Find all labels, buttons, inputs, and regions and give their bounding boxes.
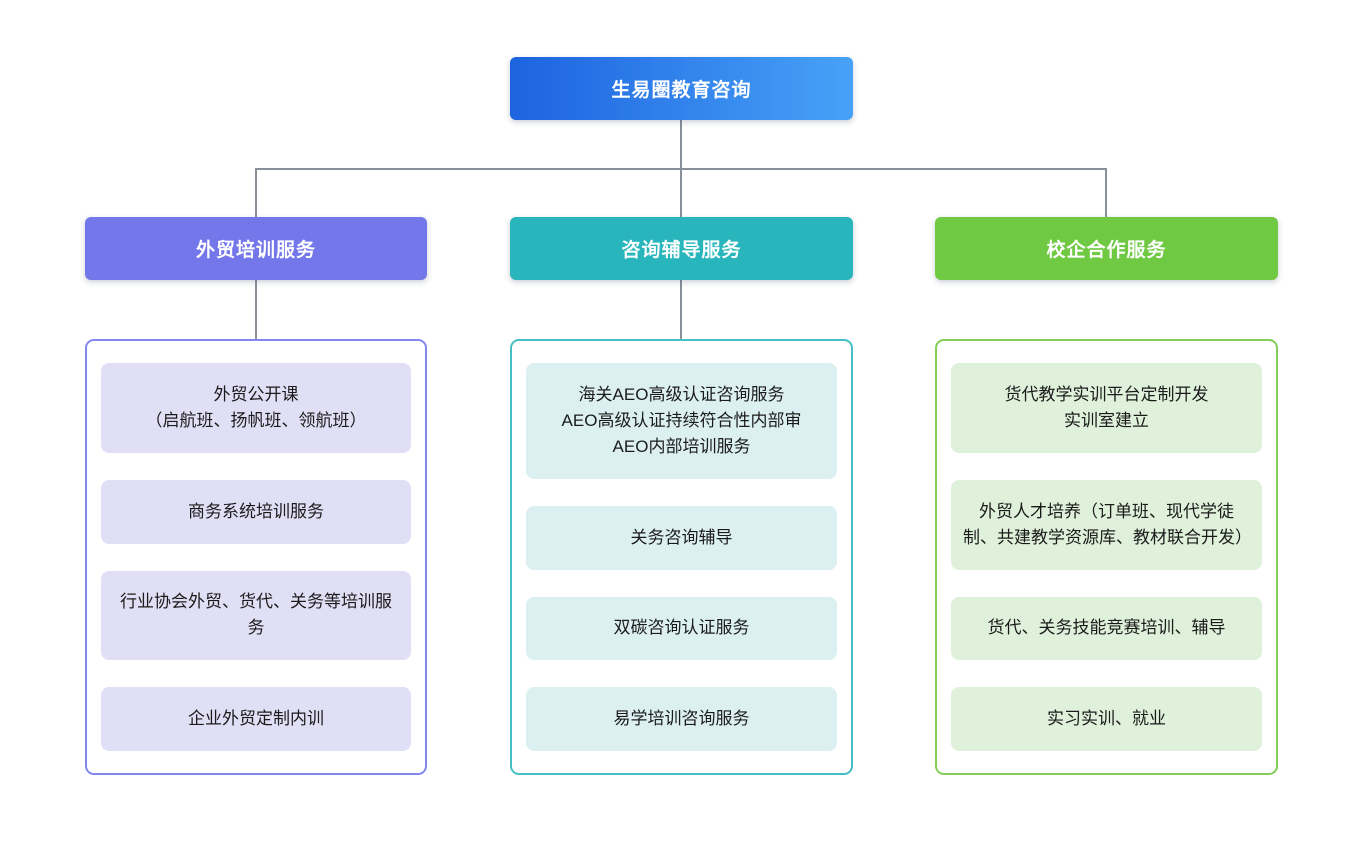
- branch-header-foreign-trade-training[interactable]: 外贸培训服务: [85, 217, 427, 280]
- service-card-label: 商务系统培训服务: [188, 501, 324, 521]
- service-card[interactable]: 实习实训、就业: [951, 687, 1262, 751]
- root-node[interactable]: 生易圈教育咨询: [510, 57, 853, 120]
- service-card[interactable]: 关务咨询辅导: [526, 506, 837, 570]
- service-card[interactable]: 货代、关务技能竞赛培训、辅导: [951, 596, 1262, 661]
- service-card-label: 货代教学实训平台定制开发 实训室建立: [1004, 384, 1209, 430]
- service-card[interactable]: 企业外贸定制内训: [101, 687, 411, 751]
- service-card-label: 外贸人才培养（订单班、现代学徒制、共建教学资源库、教材联合开发）: [963, 501, 1252, 547]
- service-card[interactable]: 易学培训咨询服务: [526, 687, 837, 751]
- service-card[interactable]: 海关AEO高级认证咨询服务 AEO高级认证持续符合性内部审 AEO内部培训服务: [526, 363, 837, 480]
- service-card-label: 易学培训咨询服务: [613, 709, 750, 729]
- service-card[interactable]: 外贸公开课 （启航班、扬帆班、领航班）: [101, 363, 411, 453]
- service-card[interactable]: 外贸人才培养（订单班、现代学徒制、共建教学资源库、教材联合开发）: [951, 479, 1262, 570]
- connector-left-branch-drop: [255, 168, 257, 217]
- service-card-label: 关务咨询辅导: [630, 527, 733, 547]
- service-card-label: 实习实训、就业: [1047, 709, 1166, 729]
- service-card[interactable]: 商务系统培训服务: [101, 479, 411, 544]
- branch-header-label: 咨询辅导服务: [621, 240, 742, 261]
- service-card-label: 双碳咨询认证服务: [613, 618, 750, 638]
- service-card-label: 外贸公开课 （启航班、扬帆班、领航班）: [145, 384, 367, 430]
- root-node-label: 生易圈教育咨询: [611, 80, 752, 101]
- service-card[interactable]: 双碳咨询认证服务: [526, 596, 837, 661]
- service-card-label: 行业协会外贸、货代、关务等培训服务: [120, 592, 392, 638]
- connector-horizontal-main: [255, 168, 1106, 170]
- service-card[interactable]: 货代教学实训平台定制开发 实训室建立: [951, 363, 1262, 453]
- service-card-label: 海关AEO高级认证咨询服务 AEO高级认证持续符合性内部审 AEO内部培训服务: [561, 384, 802, 457]
- branch-header-label: 校企合作服务: [1046, 240, 1167, 261]
- group-foreign-trade-training[interactable]: 外贸公开课 （启航班、扬帆班、领航班） 商务系统培训服务 行业协会外贸、货代、关…: [85, 339, 427, 775]
- branch-header-school-enterprise-cooperation[interactable]: 校企合作服务: [935, 217, 1278, 280]
- connector-left-header-to-group: [255, 280, 257, 339]
- service-card-label: 货代、关务技能竞赛培训、辅导: [987, 618, 1226, 638]
- connector-right-branch-drop: [1105, 168, 1107, 217]
- service-card-label: 企业外贸定制内训: [188, 709, 324, 729]
- branch-header-label: 外贸培训服务: [195, 240, 316, 261]
- connector-middle-header-to-group: [680, 280, 682, 339]
- branch-header-consulting-coaching[interactable]: 咨询辅导服务: [510, 217, 853, 280]
- group-school-enterprise-cooperation[interactable]: 货代教学实训平台定制开发 实训室建立 外贸人才培养（订单班、现代学徒制、共建教学…: [935, 339, 1278, 775]
- group-consulting-coaching[interactable]: 海关AEO高级认证咨询服务 AEO高级认证持续符合性内部审 AEO内部培训服务 …: [510, 339, 853, 775]
- service-card[interactable]: 行业协会外贸、货代、关务等培训服务: [101, 570, 411, 661]
